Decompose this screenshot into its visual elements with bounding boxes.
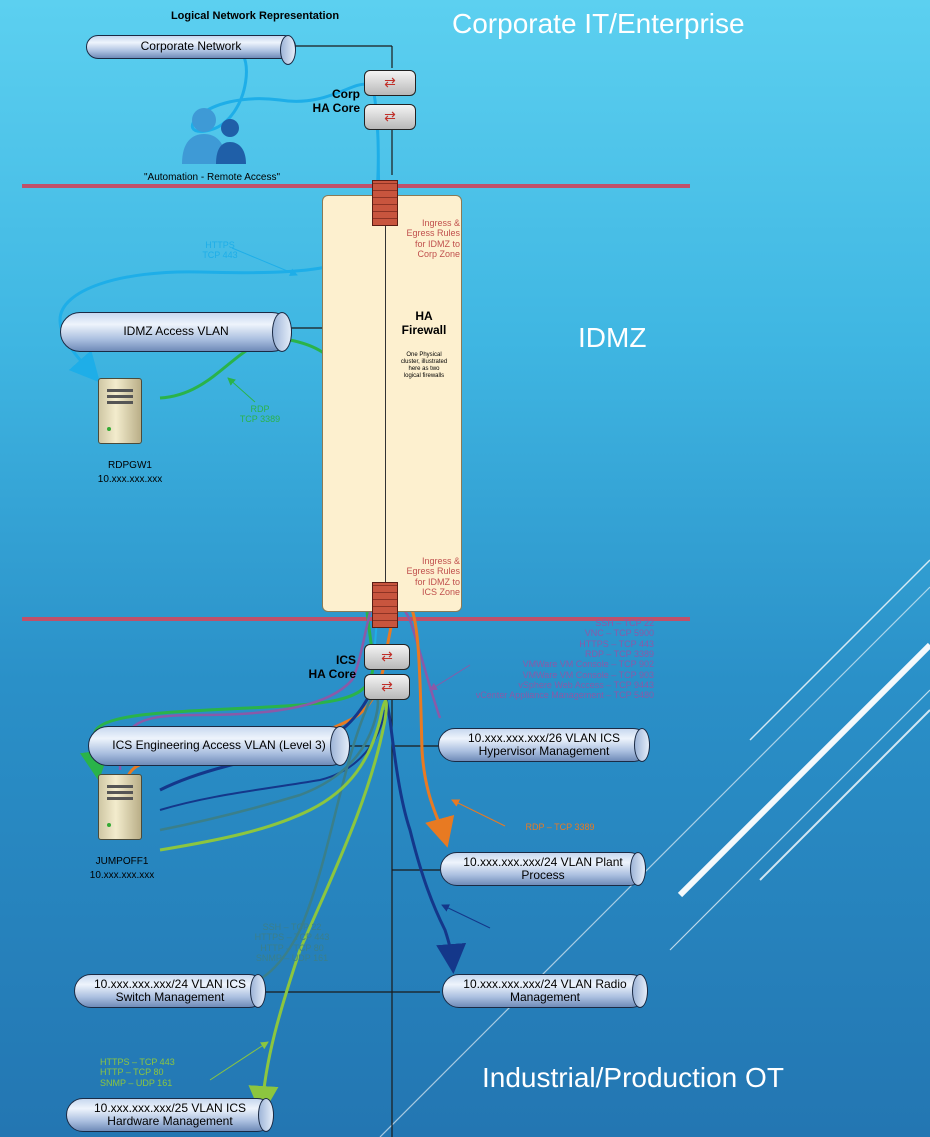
hardware-flow — [159, 699, 388, 1116]
jumpoff1-name: JUMPOFF1 — [95, 856, 149, 867]
rdpgw1-server-icon — [98, 378, 142, 444]
jumpoff1-server-icon — [98, 774, 142, 840]
plant-rdp-annotation: RDP – TCP 3389 — [525, 822, 595, 832]
hardware-vlan-label: 10.xxx.xxx.xxx/25 VLAN ICS Hardware Mana… — [93, 1100, 247, 1128]
hypervisor-vlan-pipe: 10.xxx.xxx.xxx/26 VLAN ICS Hypervisor Ma… — [438, 728, 650, 762]
ha-firewall-label: HA Firewall — [401, 309, 447, 337]
https-annotation: HTTPS TCP 443 — [202, 240, 238, 261]
eng-access-vlan-label: ICS Engineering Access VLAN (Level 3) — [112, 738, 326, 753]
hardware-ports-annotation: HTTPS – TCP 443 HTTP – TCP 80 SNMP – UDP… — [100, 1057, 175, 1088]
corporate-network-pipe: Corporate Network — [86, 35, 296, 65]
hypervisor-ports-annotation: SSH – TCP 22 VNC – TCP 5900 HTTPS – TCP … — [475, 618, 654, 701]
firewall-divider — [385, 200, 386, 610]
eng-access-vlan-pipe: ICS Engineering Access VLAN (Level 3) — [88, 726, 350, 766]
hypervisor-flow — [118, 593, 442, 771]
users-icon — [182, 108, 246, 164]
corp-core-label: Corp HA Core — [312, 87, 360, 115]
radio-vlan-label: 10.xxx.xxx.xxx/24 VLAN Radio Management — [463, 976, 627, 1004]
ics-core-router-icon — [364, 644, 410, 670]
switch-vlan-pipe: 10.xxx.xxx.xxx/24 VLAN ICS Switch Manage… — [74, 974, 266, 1008]
idmz-access-vlan-pipe: IDMZ Access VLAN — [60, 312, 292, 352]
firewall-icon-bottom — [372, 582, 398, 628]
corp-core-router-icon-2 — [364, 104, 416, 130]
plant-process-pipe: 10.xxx.xxx.xxx/24 VLAN Plant Process — [440, 852, 646, 886]
rdpgw1-name: RDPGW1 — [108, 460, 152, 471]
rules-top-label: Ingress & Egress Rules for IDMZ to Corp … — [406, 218, 460, 260]
switch-vlan-label: 10.xxx.xxx.xxx/24 VLAN ICS Switch Manage… — [93, 976, 247, 1004]
diagram-title: Logical Network Representation — [170, 10, 340, 22]
corporate-network-label: Corporate Network — [140, 39, 242, 54]
idmz-access-vlan-label: IDMZ Access VLAN — [123, 324, 229, 339]
rdp-annotation: RDP TCP 3389 — [239, 404, 281, 425]
radio-vlan-pipe: 10.xxx.xxx.xxx/24 VLAN Radio Management — [442, 974, 648, 1008]
corp-core-router-icon — [364, 70, 416, 96]
rdpgw1-ip: 10.xxx.xxx.xxx — [97, 474, 163, 485]
ics-core-router-icon-2 — [364, 674, 410, 700]
remote-access-label: "Automation - Remote Access" — [143, 172, 281, 183]
zone-label-idmz: IDMZ — [578, 322, 647, 353]
network-links — [262, 45, 440, 1137]
decorative-stripes — [379, 559, 930, 1137]
ics-core-label: ICS HA Core — [308, 653, 356, 681]
firewall-note: One Physical cluster, illustrated here a… — [400, 352, 448, 379]
switch-ports-annotation: SSH – TCP 22 HTTPS – TCP 443 HTTP – TCP … — [254, 922, 330, 964]
zone-label-industrial: Industrial/Production OT — [482, 1062, 784, 1093]
rules-bottom-label: Ingress & Egress Rules for IDMZ to ICS Z… — [406, 556, 460, 598]
jumpoff1-ip: 10.xxx.xxx.xxx — [89, 870, 155, 881]
plant-process-label: 10.xxx.xxx.xxx/24 VLAN Plant Process — [463, 854, 623, 882]
firewall-icon-top — [372, 180, 398, 226]
hardware-vlan-pipe: 10.xxx.xxx.xxx/25 VLAN ICS Hardware Mana… — [66, 1098, 274, 1132]
hypervisor-vlan-label: 10.xxx.xxx.xxx/26 VLAN ICS Hypervisor Ma… — [467, 730, 621, 758]
ha-firewall-box — [322, 195, 462, 612]
zone-label-corporate: Corporate IT/Enterprise — [452, 8, 745, 39]
